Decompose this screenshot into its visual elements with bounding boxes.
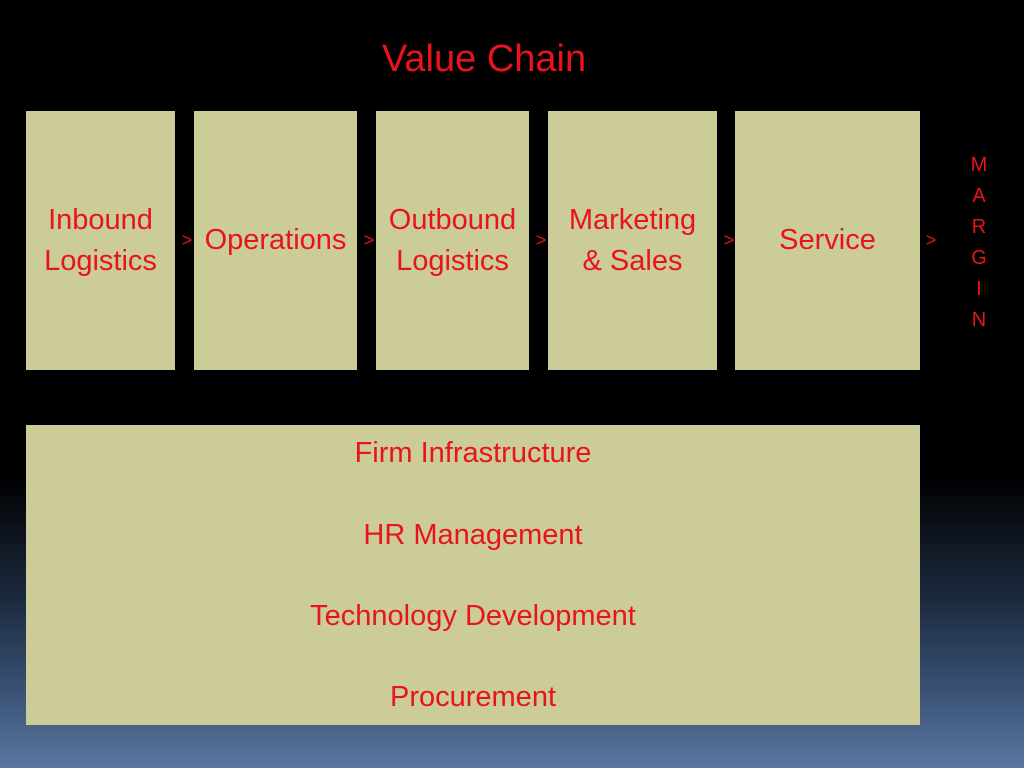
flow-arrow: > [363,230,375,250]
support-activity: Technology Development [310,600,636,632]
margin-letter: R [971,216,987,238]
activity-box-inbound-logistics: Inbound Logistics [26,111,175,370]
activity-label: Outbound Logistics [388,203,517,277]
margin-letter: G [971,247,987,269]
flow-arrow: > [181,230,193,250]
activity-label: Marketing & Sales [568,203,697,277]
flow-arrow: > [535,230,547,250]
margin-letter: A [972,185,986,207]
flow-arrow: > [925,230,937,250]
activity-box-marketing-sales: Marketing & Sales [548,111,717,370]
support-activities-box: Firm Infrastructure HR Management Techno… [26,425,920,725]
margin-letter: M [970,154,988,176]
page-title: Value Chain [381,38,587,80]
activity-box-service: Service [735,111,920,370]
activity-box-operations: Operations [194,111,357,370]
flow-arrow: > [723,230,735,250]
activity-box-outbound-logistics: Outbound Logistics [376,111,529,370]
activity-label: Inbound Logistics [44,203,157,277]
support-activity: HR Management [363,519,583,551]
activity-label: Service [779,224,876,256]
support-activity: Procurement [389,681,556,713]
margin-label: M A R G I N [966,150,992,336]
support-activity: Firm Infrastructure [354,437,592,469]
margin-letter: N [971,309,987,331]
activity-label: Operations [204,224,347,256]
margin-letter: I [976,278,982,300]
